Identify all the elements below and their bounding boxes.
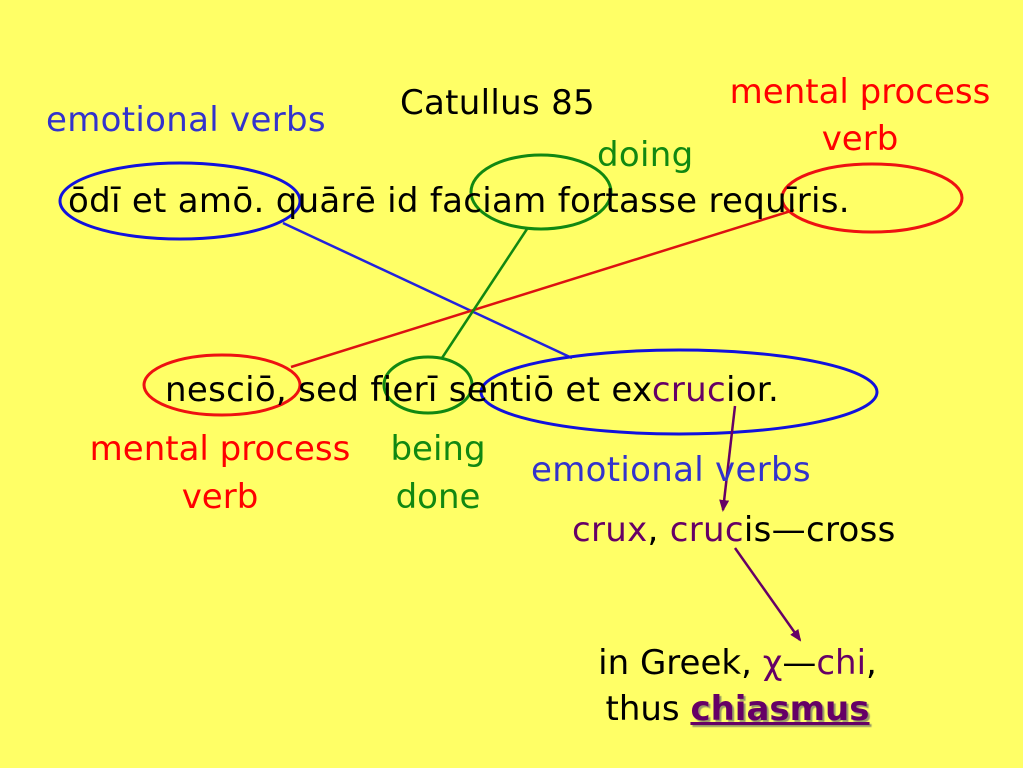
crux-comma: ,: [647, 510, 670, 550]
greek-suffix: ,: [866, 643, 877, 683]
arrow-crux-to-chi: [733, 547, 802, 642]
label-mental-process-bottom-line1: mental process: [89, 429, 351, 469]
arrow-cruc-to-crux: [719, 405, 737, 512]
label-emotional-verbs-bottom: emotional verbs: [531, 450, 811, 490]
word-chiasmus: chiasmus: [690, 689, 870, 729]
red-connector: [290, 208, 795, 369]
greek-etymology: in Greek, χ—chi, thus chiasmus: [540, 640, 935, 732]
label-being-done-line1: being: [390, 429, 486, 469]
label-mental-process-bottom: mental process verb: [70, 425, 370, 521]
word-nescio: nesciō,: [165, 370, 288, 410]
label-emotional-verbs-top: emotional verbs: [46, 100, 326, 140]
word-fieri: fierī: [370, 370, 438, 410]
word-chi: chi: [816, 643, 867, 683]
word-requiris: requīris.: [708, 181, 850, 221]
word-is-cross: is—cross: [743, 510, 896, 550]
word-odi: ōdī: [68, 181, 121, 221]
word-sed: sed: [298, 370, 360, 410]
word-cruc-highlight: cruc: [651, 370, 726, 410]
ellipse-faciam: [469, 153, 613, 231]
poem-line-1: ōdī et amō. quārē id faciam fortasse req…: [68, 184, 850, 218]
greek-prefix: in Greek,: [598, 643, 763, 683]
label-mental-process-bottom-line2: verb: [181, 477, 259, 517]
ellipse-nescio: [142, 353, 302, 417]
label-mental-process-top-line1: mental process: [729, 72, 991, 112]
word-fortasse: fortasse: [557, 181, 698, 221]
word-et-ex-crucior: et excrucior.: [565, 370, 779, 410]
title: Catullus 85: [400, 83, 595, 123]
ellipse-sentio-et-excrucior: [479, 348, 879, 436]
word-sentio: sentiō: [448, 370, 555, 410]
label-being-done-line2: done: [395, 477, 481, 517]
green-connector: [440, 228, 529, 359]
word-faciam: faciam: [429, 181, 547, 221]
greek-line-1: in Greek, χ—chi,: [540, 640, 935, 686]
blue-connector: [282, 221, 573, 360]
label-mental-process-top: mental process verb: [712, 69, 1008, 163]
label-being-done: being done: [378, 425, 498, 521]
word-et-amo: et amō.: [131, 181, 265, 221]
word-ior: ior.: [725, 370, 780, 410]
word-crux: crux: [572, 510, 648, 550]
greek-line-2: thus chiasmus: [540, 686, 935, 732]
crux-etymology: crux, crucis—cross: [572, 513, 896, 547]
label-doing: doing: [597, 135, 694, 175]
label-mental-process-top-line2: verb: [821, 119, 899, 159]
word-quare-id: quārē id: [275, 181, 419, 221]
ellipse-requiris: [780, 162, 964, 234]
word-et-ex: et ex: [565, 370, 652, 410]
chi-symbol: χ: [762, 643, 783, 683]
word-crucis-stem: cruc: [669, 510, 744, 550]
poem-line-2: nesciō, sed fierī sentiō et excrucior.: [165, 373, 779, 407]
ellipse-odi-et-amo: [58, 161, 302, 241]
word-thus: thus: [605, 689, 691, 729]
greek-dash: —: [782, 643, 817, 683]
ellipse-fieri: [382, 355, 474, 415]
